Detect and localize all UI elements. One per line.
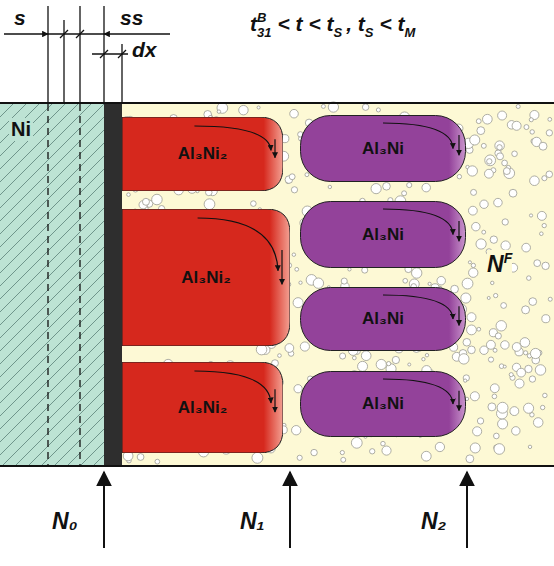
phase-label: Al₃Ni	[362, 309, 404, 329]
label-group: dx	[132, 38, 157, 62]
symbol-label: s	[14, 6, 26, 29]
symbol-label: N₁	[240, 508, 265, 534]
al3ni-phase: Al₃Ni	[300, 287, 466, 351]
symbol-label: N₀	[52, 508, 78, 534]
nickel-region: Ni	[0, 104, 104, 465]
symbol-label: ss	[120, 6, 143, 29]
powder-particles	[120, 102, 553, 464]
index-label: 31	[257, 25, 271, 40]
al3ni2-phase: Al₃Ni₂	[122, 362, 283, 453]
phase-label: Al₃Ni₂	[178, 398, 227, 418]
index-label: F	[504, 250, 513, 266]
powder-region	[122, 103, 554, 466]
index-label: S	[334, 25, 343, 40]
al3ni-phase: Al₃Ni	[300, 371, 466, 437]
band-border	[0, 102, 554, 104]
reaction-layer	[104, 103, 122, 466]
label-group: t31B< t < tS, tS< tM	[250, 10, 415, 40]
phase-label: Al₃Ni	[362, 139, 404, 159]
label-group: N₂	[421, 508, 446, 535]
al3ni2-phase: Al₃Ni₂	[122, 209, 290, 346]
label-group: N₁	[240, 508, 265, 535]
index-label: M	[405, 25, 416, 40]
phase-label: Al₃Ni	[362, 225, 404, 245]
al3ni-phase: Al₃Ni	[300, 115, 466, 182]
index-label: B	[257, 10, 266, 25]
label-group: NF	[487, 250, 512, 278]
al3ni2-phase: Al₃Ni₂	[122, 117, 283, 191]
symbol-label: dx	[132, 38, 157, 61]
position-arrows	[104, 472, 467, 548]
phase-label: Al₃Ni	[362, 394, 404, 414]
index-label: S	[365, 25, 374, 40]
symbol-label: < t	[380, 12, 405, 35]
label-group: N₀	[52, 508, 78, 535]
symbol-label: , t	[346, 12, 365, 35]
phase-label: Ni	[9, 118, 33, 141]
dimension-lines	[4, 6, 170, 103]
phase-label: Al₃Ni₂	[181, 268, 230, 288]
phase-shape	[0, 104, 104, 465]
phase-label: Al₃Ni₂	[178, 144, 227, 164]
band-border	[0, 465, 554, 467]
symbol-label: t	[250, 12, 257, 35]
label-group: ss	[120, 6, 143, 30]
symbol-label: N	[487, 251, 504, 277]
al3ni-phase: Al₃Ni	[300, 201, 466, 268]
symbol-label: N₂	[421, 508, 446, 534]
symbol-label: < t < t	[277, 12, 333, 35]
label-group: s	[14, 6, 26, 30]
